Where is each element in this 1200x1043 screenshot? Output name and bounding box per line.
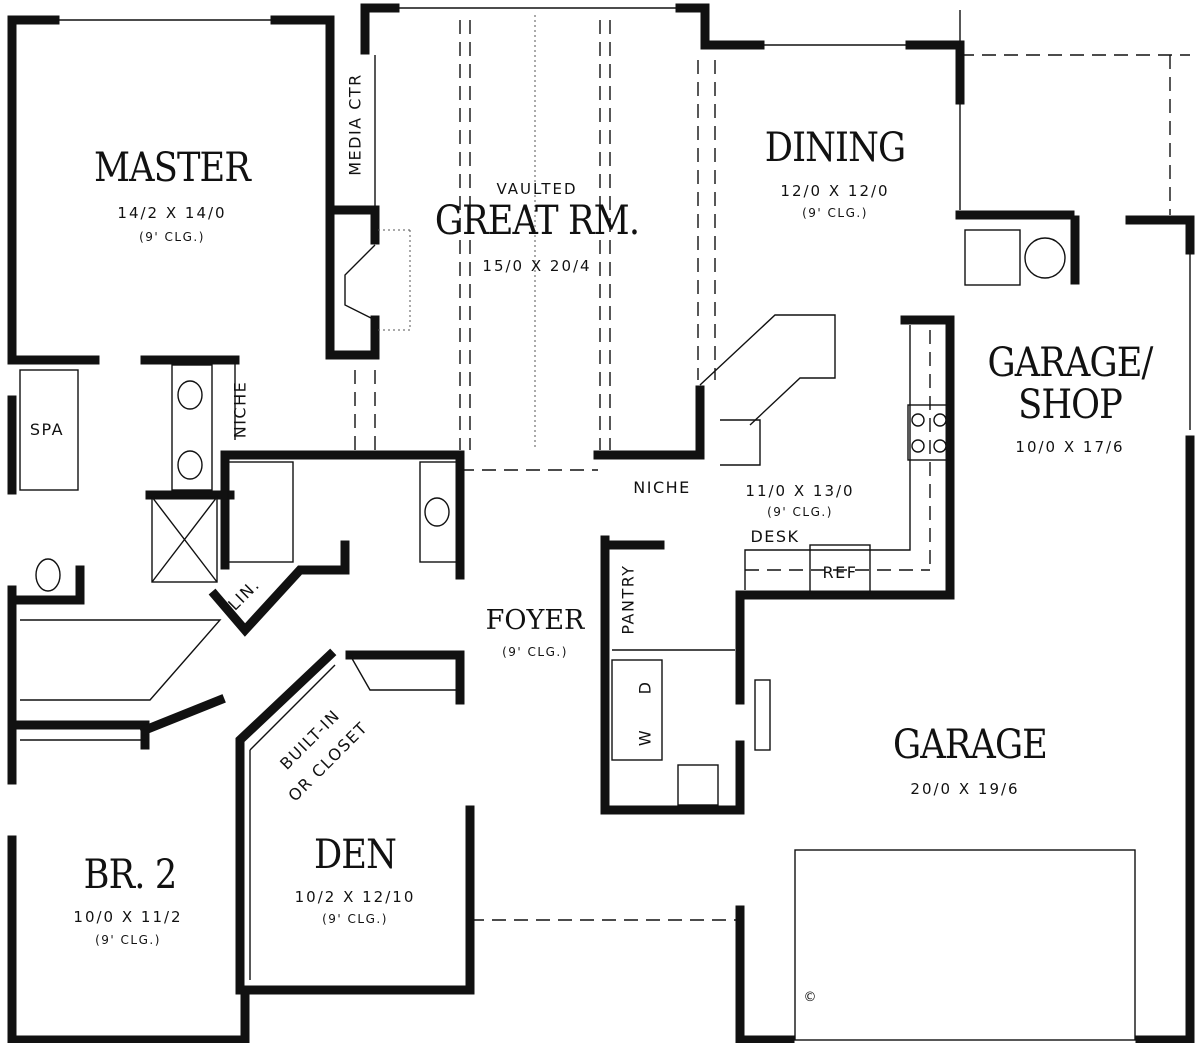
kitchen-niche-label: NICHE — [633, 478, 691, 497]
washer-label: W — [635, 728, 655, 747]
master-room-name: MASTER — [94, 145, 251, 191]
den-size: 10/2 X 12/10 — [294, 888, 416, 906]
dining-room-name: DINING — [764, 125, 906, 171]
kitchen-size: 11/0 X 13/0 — [745, 482, 855, 500]
pantry-label: PANTRY — [618, 564, 638, 635]
kitchen-ceiling: (9' CLG.) — [767, 505, 833, 519]
great-room-name: GREAT RM. — [434, 198, 640, 244]
great-room-vaulted-note: VAULTED — [496, 180, 578, 198]
refrigerator-label: REF — [822, 563, 858, 582]
garage-shop-size: 10/0 X 17/6 — [1015, 438, 1125, 456]
copyright-mark: © — [803, 990, 817, 1005]
garage-size: 20/0 X 19/6 — [910, 780, 1020, 798]
den-ceiling: (9' CLG.) — [322, 912, 388, 926]
bath-niche-label: NICHE — [230, 380, 250, 439]
dryer-label: D — [635, 680, 655, 695]
spa-label: SPA — [29, 420, 65, 439]
garage-shop-name-line2: SHOP — [1018, 382, 1123, 428]
garage-name: GARAGE — [893, 722, 1048, 768]
great-room-size: 15/0 X 20/4 — [482, 257, 592, 275]
dining-room-size: 12/0 X 12/0 — [780, 182, 890, 200]
den-name: DEN — [313, 832, 397, 878]
foyer-ceiling: (9' CLG.) — [502, 645, 568, 659]
desk-label: DESK — [750, 527, 800, 546]
interior-walls — [7, 15, 1136, 1041]
media-center-label: MEDIA CTR — [345, 73, 365, 176]
bedroom2-name: BR. 2 — [83, 852, 178, 898]
master-room-size: 14/2 X 14/0 — [117, 204, 227, 222]
bedroom2-size: 10/0 X 11/2 — [73, 908, 183, 926]
master-ceiling: (9' CLG.) — [139, 230, 205, 244]
dining-ceiling: (9' CLG.) — [802, 206, 868, 220]
bedroom2-ceiling: (9' CLG.) — [95, 933, 161, 947]
foyer-name: FOYER — [485, 605, 585, 636]
garage-shop-name-line1: GARAGE/ — [987, 340, 1154, 386]
exterior-walls — [7, 3, 1195, 1043]
